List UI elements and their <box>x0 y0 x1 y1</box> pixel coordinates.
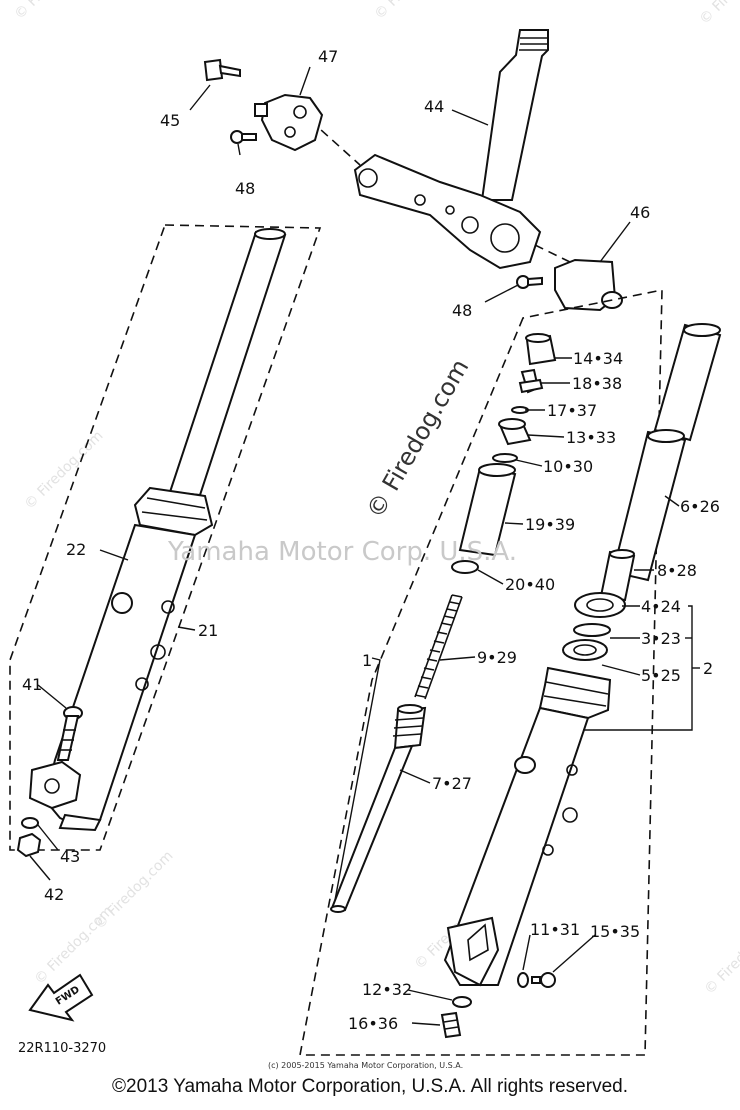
label-48-right: 48 <box>452 301 472 320</box>
label-20-40: 20•40 <box>505 575 555 594</box>
footer-copyright: ©2013 Yamaha Motor Corporation, U.S.A. A… <box>112 1076 628 1097</box>
label-48-top: 48 <box>235 179 255 198</box>
label-13-33: 13•33 <box>566 428 616 447</box>
part-47-handlebar-clamp <box>254 93 324 152</box>
leader-lines <box>99 66 700 1026</box>
part-labels: 47 45 48 44 46 48 14•34 18•38 17•37 13•3… <box>22 47 720 1033</box>
label-7-27: 7•27 <box>432 774 472 793</box>
watermark-tile: © Firedog.com <box>372 0 457 23</box>
small-copyright: (c) 2005-2015 Yamaha Motor Corporation, … <box>268 1061 463 1070</box>
watermark-tile: © Firedog.com <box>92 848 177 933</box>
label-2: 2 <box>703 659 713 678</box>
label-14-34: 14•34 <box>573 349 623 368</box>
label-47: 47 <box>318 47 338 66</box>
label-1: 1 <box>362 651 372 670</box>
part-42-43-nut-washer <box>16 817 59 881</box>
bottom-fasteners <box>440 972 556 1039</box>
watermark-main: Yamaha Motor Corp. U.S.A. <box>167 537 517 567</box>
right-fork-oil-seal-stack <box>562 592 626 661</box>
part-46-clamp <box>554 221 631 312</box>
label-46: 46 <box>630 203 650 222</box>
left-fork-assembly <box>43 228 287 832</box>
steering-stem-assembly <box>309 29 571 270</box>
label-45: 45 <box>160 111 180 130</box>
watermark-tile: © Firedog.com <box>12 0 97 23</box>
label-9-29: 9•29 <box>477 648 517 667</box>
label-19-39: 19•39 <box>525 515 575 534</box>
label-42: 42 <box>44 885 64 904</box>
right-fork-dashed-outline <box>299 289 663 1056</box>
part-7-damper-rod <box>330 704 427 913</box>
part-48-small-bolt-right <box>484 275 543 303</box>
left-fork-dashed-outline <box>9 224 322 851</box>
label-15-35: 15•35 <box>590 922 640 941</box>
watermark-site: © Firedog.com <box>361 354 474 523</box>
watermark-tile: © Firedog.com <box>22 428 107 513</box>
part-48-small-bolt-top <box>230 130 257 156</box>
label-8-28: 8•28 <box>657 561 697 580</box>
label-11-31: 11•31 <box>530 920 580 939</box>
fwd-arrow-icon: FWD <box>28 973 94 1022</box>
label-6-26: 6•26 <box>680 497 720 516</box>
label-5-25: 5•25 <box>641 666 681 685</box>
label-41: 41 <box>22 675 42 694</box>
watermark-tile: © Firedog.com <box>697 0 740 28</box>
part-9-fork-spring <box>414 594 463 700</box>
fork-cap-and-damper-parts <box>451 333 557 574</box>
diagram-code: 22R110-3270 <box>18 1041 106 1056</box>
label-10-30: 10•30 <box>543 457 593 476</box>
label-4-24: 4•24 <box>641 597 681 616</box>
label-44: 44 <box>424 97 444 116</box>
watermark-tile: © Firedog.com <box>702 913 740 998</box>
label-17-37: 17•37 <box>547 401 597 420</box>
label-43: 43 <box>60 847 80 866</box>
right-fork-outer-tube <box>443 666 612 987</box>
part-45-bolt <box>189 58 241 111</box>
label-16-36: 16•36 <box>348 1014 398 1033</box>
label-12-32: 12•32 <box>362 980 412 999</box>
part-41-pinch-bolt <box>28 684 83 810</box>
label-3-23: 3•23 <box>641 629 681 648</box>
label-22: 22 <box>66 540 86 559</box>
label-21: 21 <box>198 621 218 640</box>
label-18-38: 18•38 <box>572 374 622 393</box>
right-fork-inner-tube <box>599 323 722 602</box>
